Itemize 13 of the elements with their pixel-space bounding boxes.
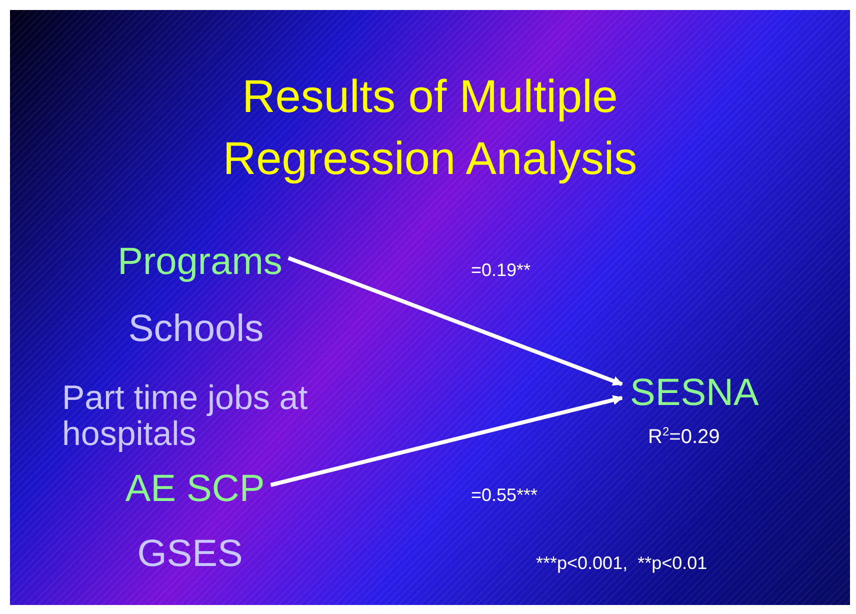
- title: Results of Multiple Regression Analysis: [222, 69, 638, 186]
- arrow: [270, 395, 623, 487]
- variable-label: GSES: [137, 534, 243, 574]
- variable-label: Part time jobs at hospitals: [62, 380, 352, 452]
- variable-label: AE SCP: [125, 469, 265, 509]
- edge-label: =0.55***: [471, 485, 538, 506]
- edge-label: =0.19**: [471, 260, 531, 281]
- variable-label: SESNA: [630, 373, 759, 413]
- variable-label: Programs: [118, 242, 282, 282]
- significance-note: ***p<0.001, **p<0.01: [536, 553, 708, 574]
- r-squared-label: R$^{2}$=0.29: [648, 426, 720, 449]
- variable-label: Schools: [128, 309, 264, 349]
- arrow: [288, 256, 623, 386]
